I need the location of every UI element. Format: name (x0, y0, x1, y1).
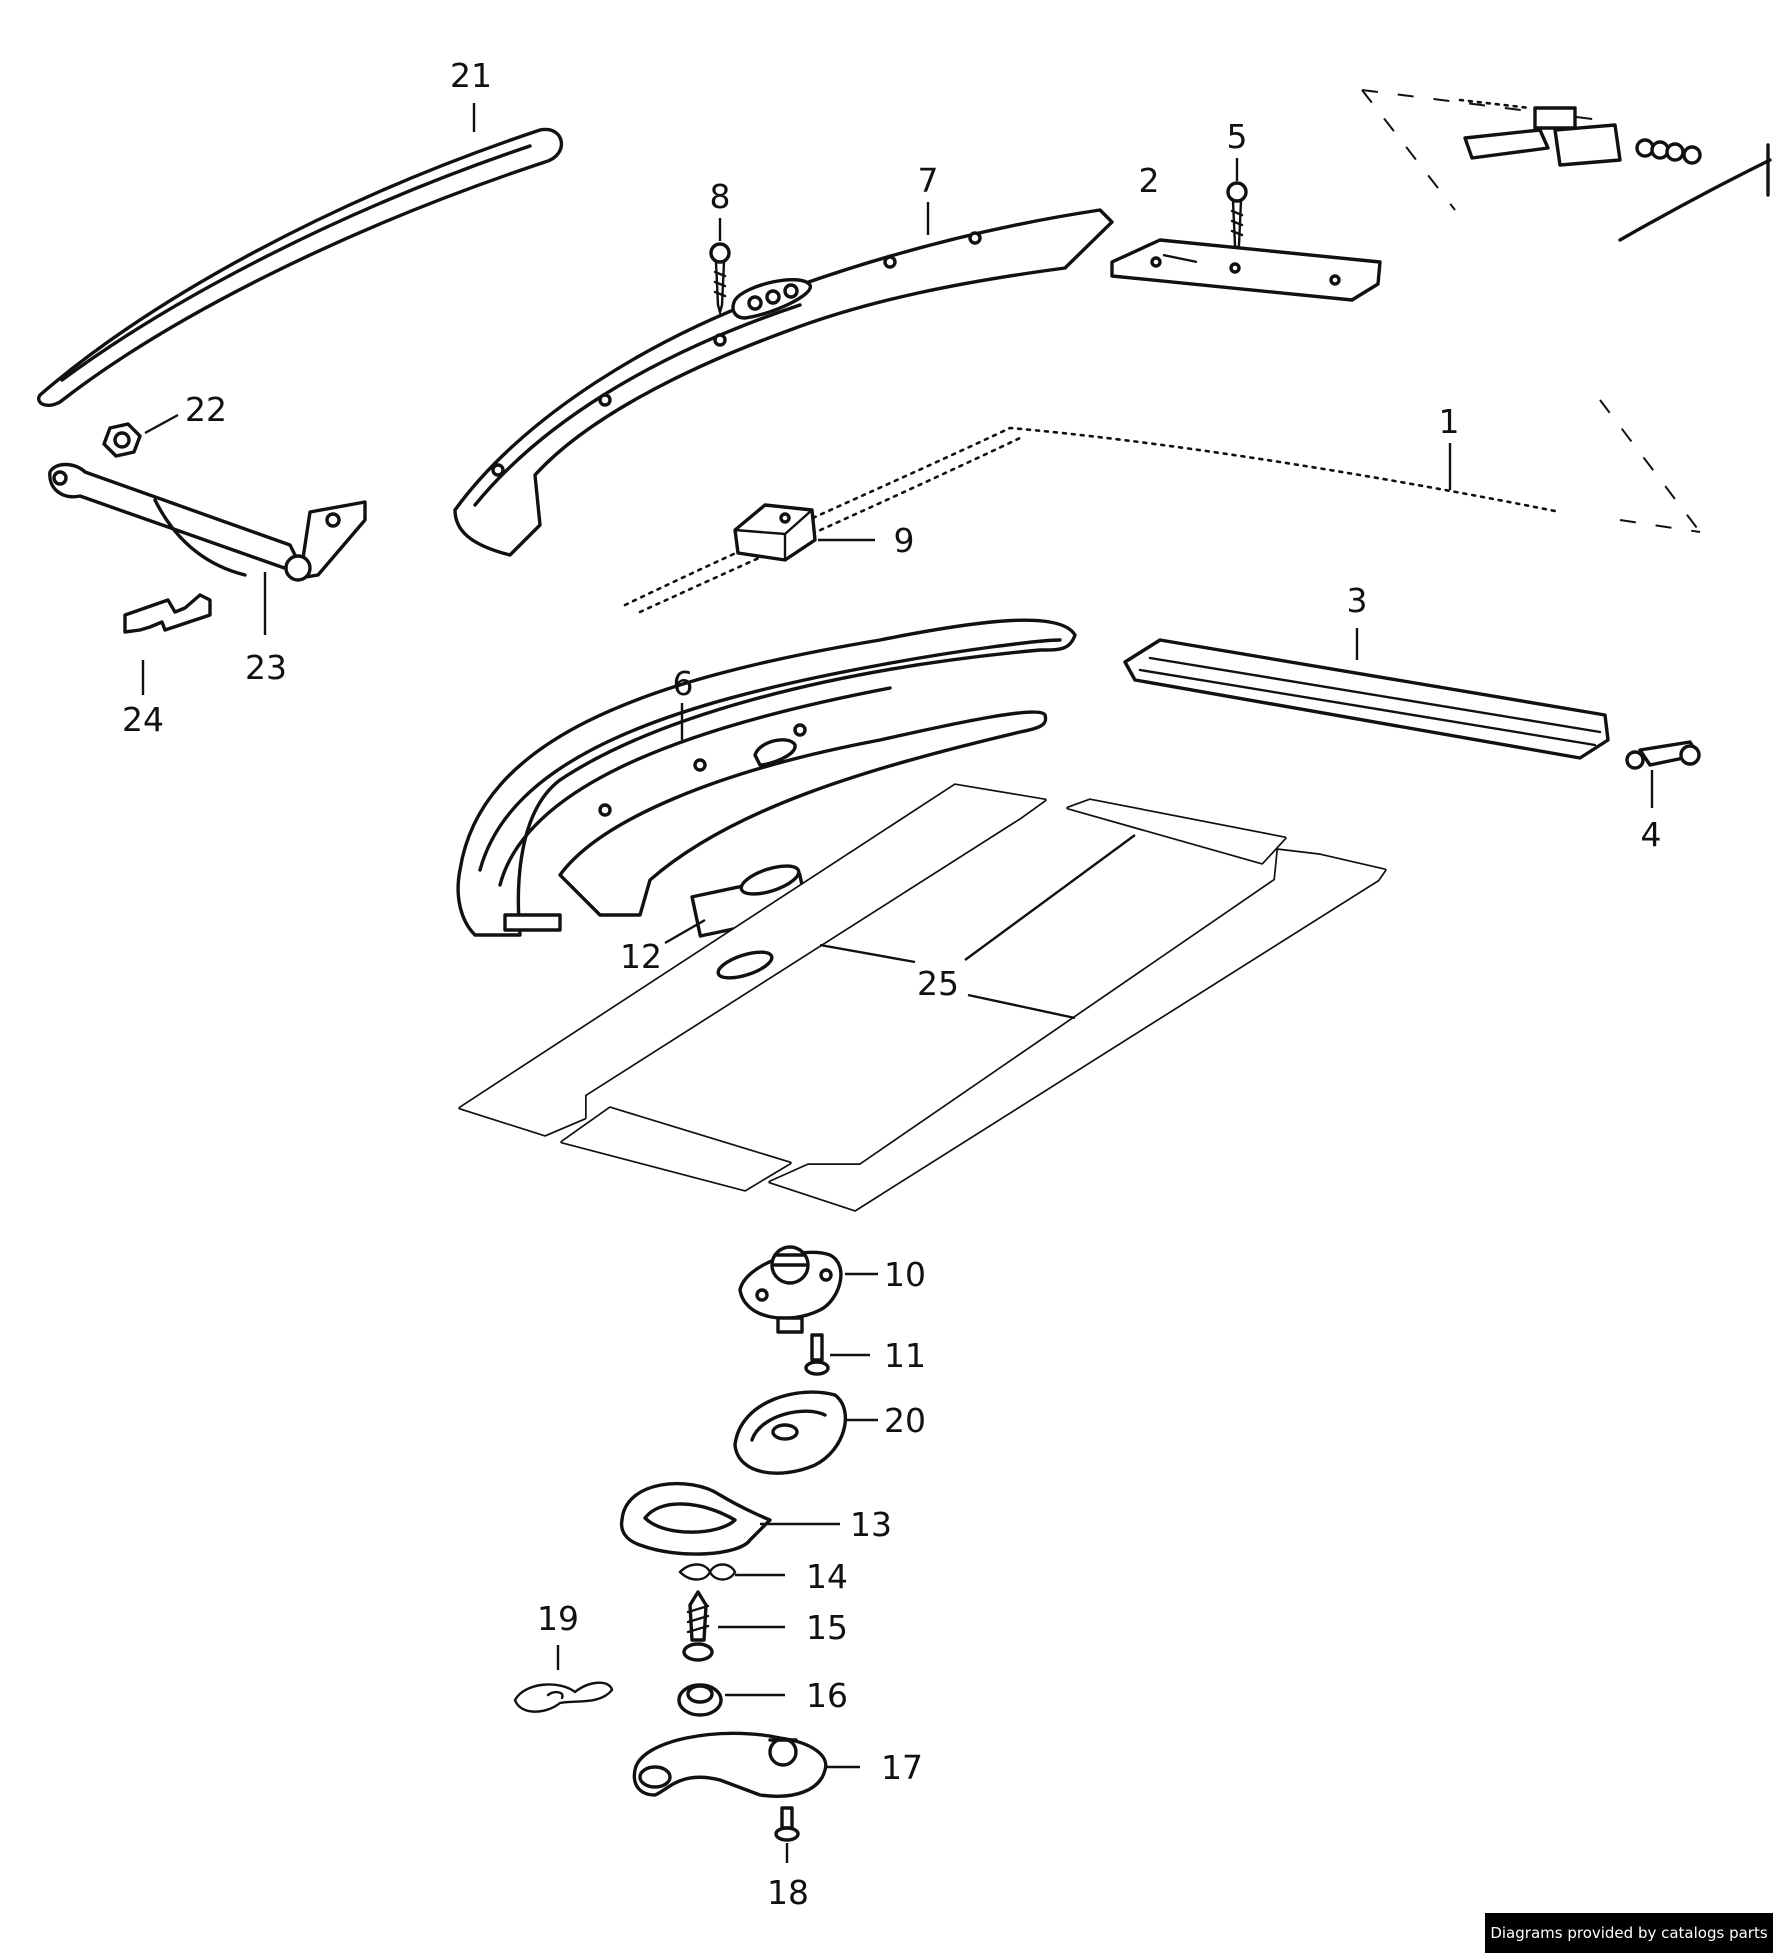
part-7-guide-rail (453, 208, 1114, 557)
callout-13: 13 (850, 1505, 892, 1544)
part-11-screw (804, 1333, 830, 1376)
callout-12: 12 (620, 937, 662, 976)
part-4-pin (1625, 740, 1701, 770)
callout-17: 17 (881, 1748, 923, 1787)
part-3-rail (1123, 638, 1610, 760)
part-18-screw (774, 1806, 800, 1842)
callout-19: 19 (537, 1599, 579, 1638)
callout-8: 8 (710, 177, 731, 216)
callout-15: 15 (806, 1608, 848, 1647)
callout-24: 24 (122, 700, 164, 739)
callout-labels: 1 2 3 4 5 6 7 8 9 10 11 12 13 14 15 16 1… (122, 56, 1662, 1912)
part-14-clip (678, 1563, 737, 1581)
part-2-plate (1110, 238, 1382, 302)
part-10-drive-gear (738, 1245, 843, 1334)
part-19-spring (513, 1681, 614, 1713)
callout-5: 5 (1227, 117, 1248, 156)
callout-4: 4 (1641, 815, 1662, 854)
part-24-clip (123, 593, 212, 634)
callout-3: 3 (1347, 581, 1368, 620)
callout-18: 18 (767, 1873, 809, 1912)
callout-2: 2 (1139, 161, 1160, 200)
callout-21: 21 (450, 56, 492, 95)
callout-23: 23 (245, 648, 287, 687)
part-23-hinge-arm (48, 462, 367, 582)
part-13-bezel (619, 1482, 772, 1556)
part-9-guide-block (733, 503, 817, 562)
rear-guide-hardware (1458, 98, 1702, 167)
callout-11: 11 (884, 1336, 926, 1375)
part-22-bushing (102, 422, 142, 458)
part-8-screw (709, 242, 731, 317)
part-15-screw (682, 1590, 714, 1662)
part-20-cover (733, 1390, 847, 1475)
callout-7: 7 (918, 161, 939, 200)
callout-9: 9 (894, 521, 915, 560)
part-16-washer (677, 1683, 723, 1717)
part-17-crank (632, 1731, 828, 1798)
callout-10: 10 (884, 1255, 926, 1294)
callout-1: 1 (1439, 402, 1460, 441)
callout-14: 14 (806, 1557, 848, 1596)
part-25-headliner (458, 783, 1387, 1212)
credit-badge: Diagrams provided by catalogs parts (1485, 1913, 1773, 1953)
callout-6: 6 (673, 664, 694, 703)
callout-20: 20 (884, 1401, 926, 1440)
callout-25: 25 (917, 964, 959, 1003)
leader-lines (141, 103, 1654, 1863)
part-21-seal (37, 127, 563, 407)
callout-16: 16 (806, 1676, 848, 1715)
part-5-screw (1226, 181, 1248, 257)
part-6-panel-frame (456, 618, 1077, 938)
callout-22: 22 (185, 390, 227, 429)
